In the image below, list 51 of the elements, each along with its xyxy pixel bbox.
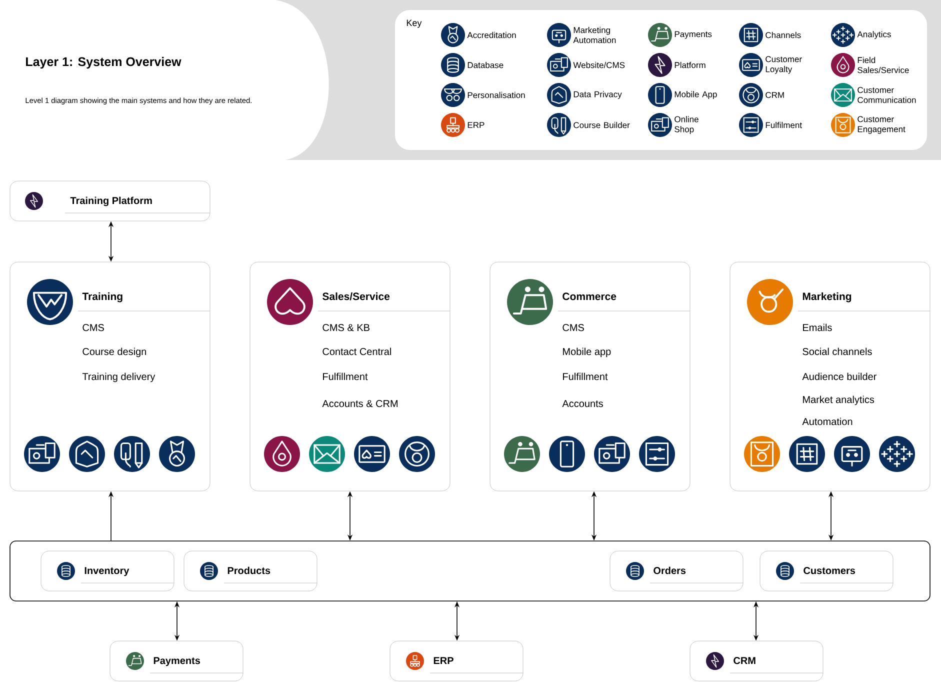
legend-label: Channels [766, 32, 801, 38]
list-item: Automation [802, 418, 852, 426]
list-item: Emails [803, 324, 832, 332]
legend-label: Online Shop [674, 116, 698, 134]
list-item: Accounts [562, 400, 603, 408]
box-title: Inventory [84, 567, 130, 576]
list-item: Fulfillment [323, 372, 368, 380]
legend-label: Database [468, 62, 504, 68]
legend-label: Customer Engagement [858, 116, 906, 134]
legend-label: Analytics [857, 31, 891, 39]
list-item: Accounts & CRM [322, 400, 398, 408]
legend-label: Fulfilment [766, 122, 802, 128]
legend-label: Personalisation [468, 92, 525, 98]
box-title: ERP [434, 657, 454, 664]
box-title: Payments [154, 657, 200, 666]
legend-label: CRM [766, 92, 784, 98]
legend-label: Platform [674, 62, 706, 68]
legend-label: Customer Communication [858, 87, 916, 103]
list-item: Training delivery [82, 372, 156, 382]
list-item: CMS [562, 324, 584, 332]
card-title: Commerce [562, 292, 616, 300]
card-title: Training [82, 292, 122, 302]
legend-label: ERP [468, 122, 484, 128]
legend-label: Marketing Automation [573, 26, 616, 44]
list-item: Fulfillment [563, 372, 608, 380]
list-item: Market analytics [803, 396, 874, 406]
list-item: CMS & KB [322, 324, 370, 332]
box-title: Products [228, 566, 270, 574]
diagram-title: Layer 1: System Overview [26, 56, 182, 69]
box-title: Training Platform [70, 196, 152, 206]
list-item: Mobile app [563, 348, 611, 358]
box-title: CRM [734, 657, 756, 664]
list-item: CMS [82, 324, 104, 332]
box-title: Customers [804, 567, 856, 574]
card-title: Marketing [802, 292, 852, 302]
list-item: Audience builder [802, 372, 877, 380]
list-item: Contact Central [322, 348, 391, 356]
list-item: Course design [82, 348, 146, 358]
card-title: Sales/Service [322, 292, 390, 300]
list-item: Social channels [802, 348, 872, 356]
key-heading: Key [406, 20, 422, 28]
legend-label: Field Sales/Service [858, 56, 909, 74]
box-title: Orders [654, 566, 686, 574]
legend-label: Course Builder [574, 122, 630, 128]
legend-label: Mobile App [674, 91, 717, 99]
bus-box [10, 540, 930, 602]
legend-label: Payments [674, 31, 712, 39]
legend-label: Website/CMS [573, 62, 625, 68]
legend-label: Accreditation [467, 32, 516, 38]
legend-label: Data Privacy [574, 91, 622, 99]
legend-label: Customer Loyalty [766, 56, 802, 74]
